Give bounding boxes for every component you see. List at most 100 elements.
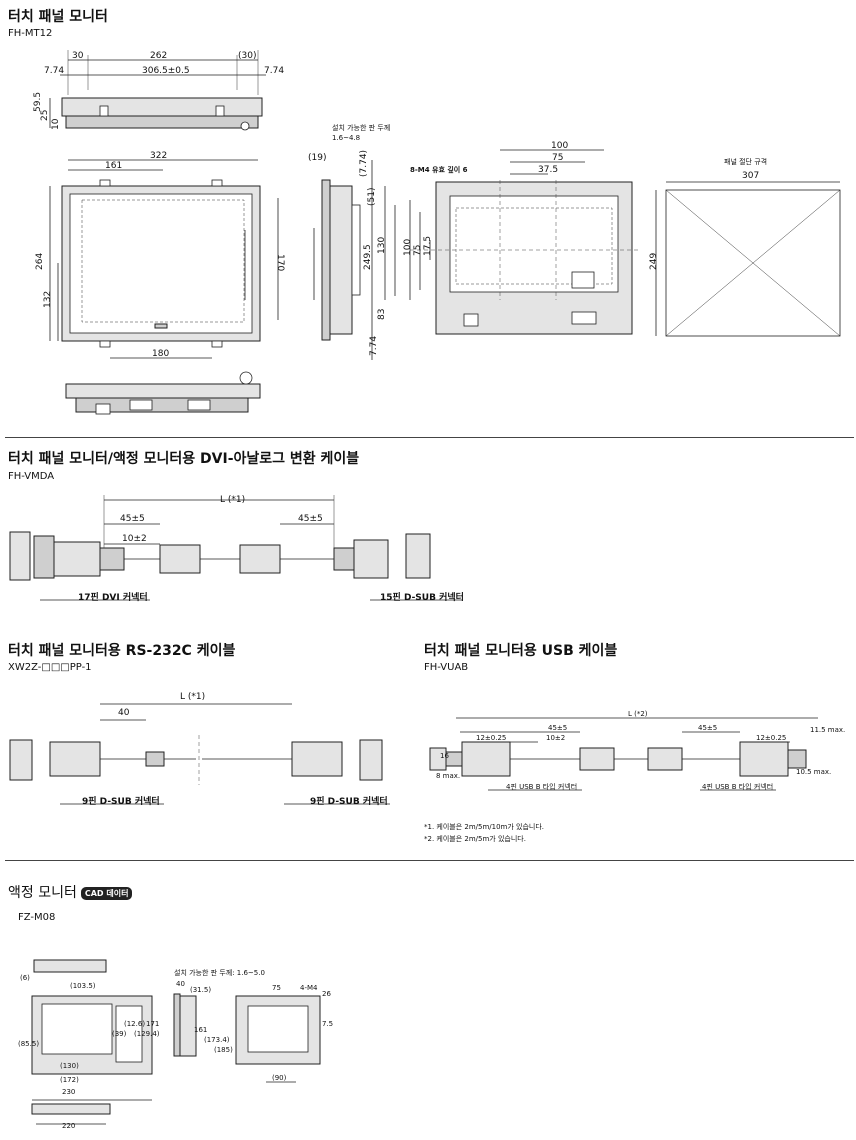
mt12-front-view [49,159,279,359]
fzm08-install-thickness: 설치 가능한 판 두께: 1.6~5.0 [174,969,265,977]
usb-cable-drawing [429,717,818,791]
dim-mt12-top-edge-right: 7.74 [264,66,284,76]
dim-mt12-side-h2: 25 [40,110,50,121]
model-rs232c: XW2Z-□□□PP-1 [8,662,92,673]
dim-usb-right-len: 45±5 [698,724,718,732]
dim-mt12-top-inner: 306.5±0.5 [142,66,190,76]
dim-usb-left-b: 10±2 [546,734,566,742]
usb-note-2: *2. 케이블은 2m/5m가 있습니다. [424,835,526,843]
model-usb: FH-VUAB [424,662,469,673]
mt12-top-view [49,50,266,131]
dim-usb-right-a: 12±0.25 [756,734,787,742]
dim-vmda-right-len: 45±5 [298,514,323,524]
dim-mt12-front-height: 264 [35,253,45,270]
dim-mt12-back-w2: 75 [552,153,563,163]
cad-data-badge[interactable]: CAD 데이터 [80,886,133,900]
dim-fzm08-top-inner: (103.5) [70,982,96,990]
mt12-screw-label: 8-M4 유효 깊이 6 [410,165,468,174]
dim-fzm08-front-h3: (12.6) [124,1020,146,1028]
mt12-back-view [409,149,640,335]
rs232c-cable-drawing [9,703,390,805]
dim-fzm08-front-h1: (85.5) [18,1040,40,1048]
dim-usb-left-a: 12±0.25 [476,734,507,742]
dim-mt12-front-bottom-w: 180 [152,349,169,359]
dim-vmda-left-short: 10±2 [122,534,147,544]
dim-fzm08-side-h3: (185) [214,1046,233,1054]
mt12-install-thickness-label: 설치 가능한 판 두께 [332,123,390,132]
dim-mt12-side-f: 7.74 [369,336,379,356]
dim-mt12-side-h1: 59.5 [33,92,43,112]
dim-mt12-front-inner-h: 170 [275,254,285,271]
dim-mt12-cutout-h: 249 [649,253,659,270]
dim-usb-left-len: 45±5 [548,724,568,732]
dim-mt12-side-a: (7.74) [359,150,369,177]
vmda-right-connector-label: 15핀 D-SUB 커넥터 [380,593,464,603]
dim-fzm08-side-h1: 161 [194,1026,208,1034]
dim-fzm08-back-h1: 26 [322,990,331,998]
usb-left-connector-label: 4핀 USB B 타입 커넥터 [506,783,578,791]
mt12-cutout-label: 패널 절단 규격 [724,157,767,166]
mt12-panel-cutout [655,181,841,337]
usb-note-1: *1. 케이블은 2m/5m/10m가 있습니다. [424,823,545,831]
dim-mt12-top-a: 30 [72,51,84,61]
section-title-mt12: 터치 패널 모니터 [8,9,108,25]
dim-mt12-side-h3: 10 [51,118,61,130]
dim-mt12-side-top: (19) [308,153,326,163]
dim-mt12-front-lower: 132 [43,291,53,308]
dim-rs232c-length: L (*1) [180,692,206,702]
vmda-cable-drawing [9,495,462,601]
dim-mt12-front-width: 322 [150,151,167,161]
fzm08-screw-label: 4-M4 [300,984,318,992]
dim-mt12-top-c: (30) [238,51,256,61]
fzm08-title-text: 액정 모니터 [8,885,77,901]
dim-mt12-back-w1: 100 [551,141,568,151]
dim-fzm08-back-w2: (90) [272,1074,287,1082]
dim-mt12-side-d: 130 [377,237,387,254]
dim-mt12-front-half: 161 [105,161,122,171]
dim-rs232c-left-len: 40 [118,708,130,718]
dim-usb-length: L (*2) [628,710,648,718]
model-fzm08: FZ-M08 [18,912,56,923]
rs232c-right-connector-label: 9핀 D-SUB 커넥터 [310,797,388,807]
dim-mt12-top-b: 262 [150,51,167,61]
dim-usb-right-w: 10.5 max. [796,768,832,776]
divider-2 [5,860,854,861]
mt12-side-view [313,160,396,360]
dim-fzm08-back-w1: 75 [272,984,281,992]
dim-mt12-side-e: 83 [377,309,387,320]
dim-usb-right-h: 11.5 max. [810,726,846,734]
dim-fzm08-side-small: (6) [20,974,30,982]
dim-vmda-length: L (*1) [220,495,246,505]
dim-mt12-side-c: 249.5 [363,244,373,270]
dim-fzm08-front-h2: (39) [112,1030,127,1038]
vmda-left-connector-label: 17핀 DVI 커넥터 [78,593,148,603]
dim-mt12-back-h2: 75 [413,245,423,256]
dim-fzm08-front-h4: (129.4) [134,1030,160,1038]
dim-mt12-back-h3: 17.5 [423,236,433,256]
dim-fzm08-front-w1: (130) [60,1062,79,1070]
dim-fzm08-front-w3: 230 [62,1088,76,1096]
model-vmda: FH-VMDA [8,471,55,482]
dim-mt12-top-edge-left: 7.74 [44,66,64,76]
rs232c-left-connector-label: 9핀 D-SUB 커넥터 [82,797,160,807]
dim-fzm08-side-t2: (31.5) [190,986,212,994]
dim-mt12-back-w3: 37.5 [538,165,558,175]
dim-fzm08-front-w2: (172) [60,1076,79,1084]
fzm08-drawing [31,959,321,1125]
section-title-usb: 터치 패널 모니터용 USB 케이블 [424,643,618,659]
mt12-bottom-view [65,371,261,415]
usb-right-connector-label: 4핀 USB B 타입 커넥터 [702,783,774,791]
section-title-rs232c: 터치 패널 모니터용 RS-232C 케이블 [8,643,236,659]
dim-fzm08-side-t1: 40 [176,980,185,988]
dim-mt12-back-h1: 100 [403,239,413,256]
dim-fzm08-front-h5: 171 [146,1020,160,1028]
dim-fzm08-side-h2: (173.4) [204,1036,230,1044]
mt12-install-thickness-range: 1.6~4.8 [332,134,360,142]
dim-vmda-left-len: 45±5 [120,514,145,524]
dim-usb-left-h: 16 [440,752,449,760]
dim-fzm08-back-h2: 7.5 [322,1020,334,1028]
section-title-vmda: 터치 패널 모니터/액정 모니터용 DVI-아날로그 변환 케이블 [8,451,360,467]
dim-usb-left-w: 8 max. [436,772,461,780]
